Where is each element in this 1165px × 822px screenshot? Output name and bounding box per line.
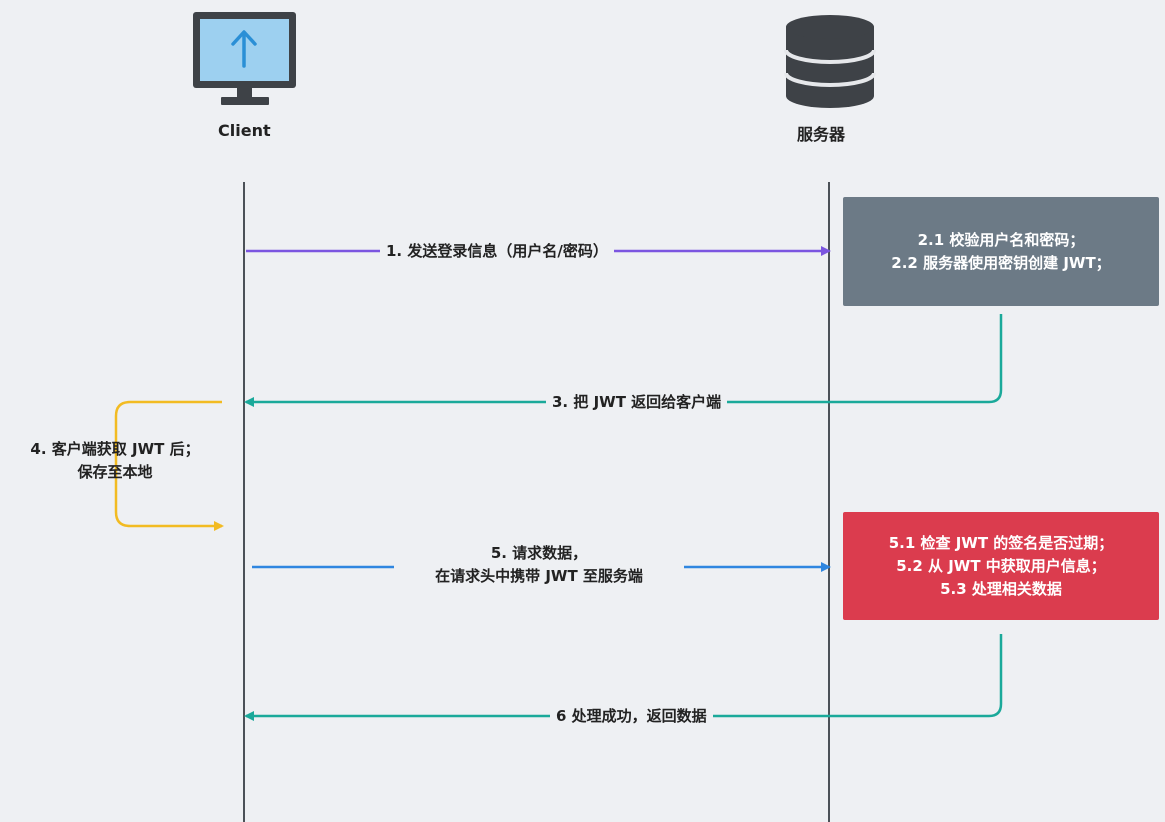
message-4-line-2: 保存至本地 <box>77 463 153 481</box>
message-6-label: 6 处理成功，返回数据 <box>550 705 713 727</box>
arrow-6 <box>244 634 1003 721</box>
verify-step-2: 2.2 服务器使用密钥创建 JWT； <box>891 253 1111 272</box>
client-label: Client <box>218 121 271 140</box>
server-label: 服务器 <box>797 125 846 144</box>
check-step-2: 5.2 从 JWT 中获取用户信息； <box>896 556 1106 575</box>
arrow-3 <box>244 314 1003 407</box>
message-4-label: 4. 客户端获取 JWT 后； 保存至本地 <box>4 438 226 484</box>
check-step-1: 5.1 检查 JWT 的签名是否过期； <box>888 533 1114 552</box>
message-5-line-1: 5. 请求数据， <box>490 544 588 562</box>
verify-step-1: 2.1 校验用户名和密码； <box>917 230 1085 249</box>
message-5-line-2: 在请求头中携带 JWT 至服务端 <box>435 567 643 585</box>
check-step-3: 5.3 处理相关数据 <box>940 579 1062 598</box>
arrow-4 <box>114 400 224 531</box>
message-5-label: 5. 请求数据， 在请求头中携带 JWT 至服务端 <box>394 542 684 588</box>
message-4-line-1: 4. 客户端获取 JWT 后； <box>30 440 200 458</box>
monitor-icon <box>193 12 296 105</box>
message-1-label: 1. 发送登录信息（用户名/密码） <box>380 240 614 262</box>
verify-box: 2.1 校验用户名和密码； 2.2 服务器使用密钥创建 JWT； <box>843 197 1159 306</box>
check-box: 5.1 检查 JWT 的签名是否过期； 5.2 从 JWT 中获取用户信息； 5… <box>843 512 1159 620</box>
database-icon <box>784 15 876 108</box>
message-3-label: 3. 把 JWT 返回给客户端 <box>546 391 728 413</box>
